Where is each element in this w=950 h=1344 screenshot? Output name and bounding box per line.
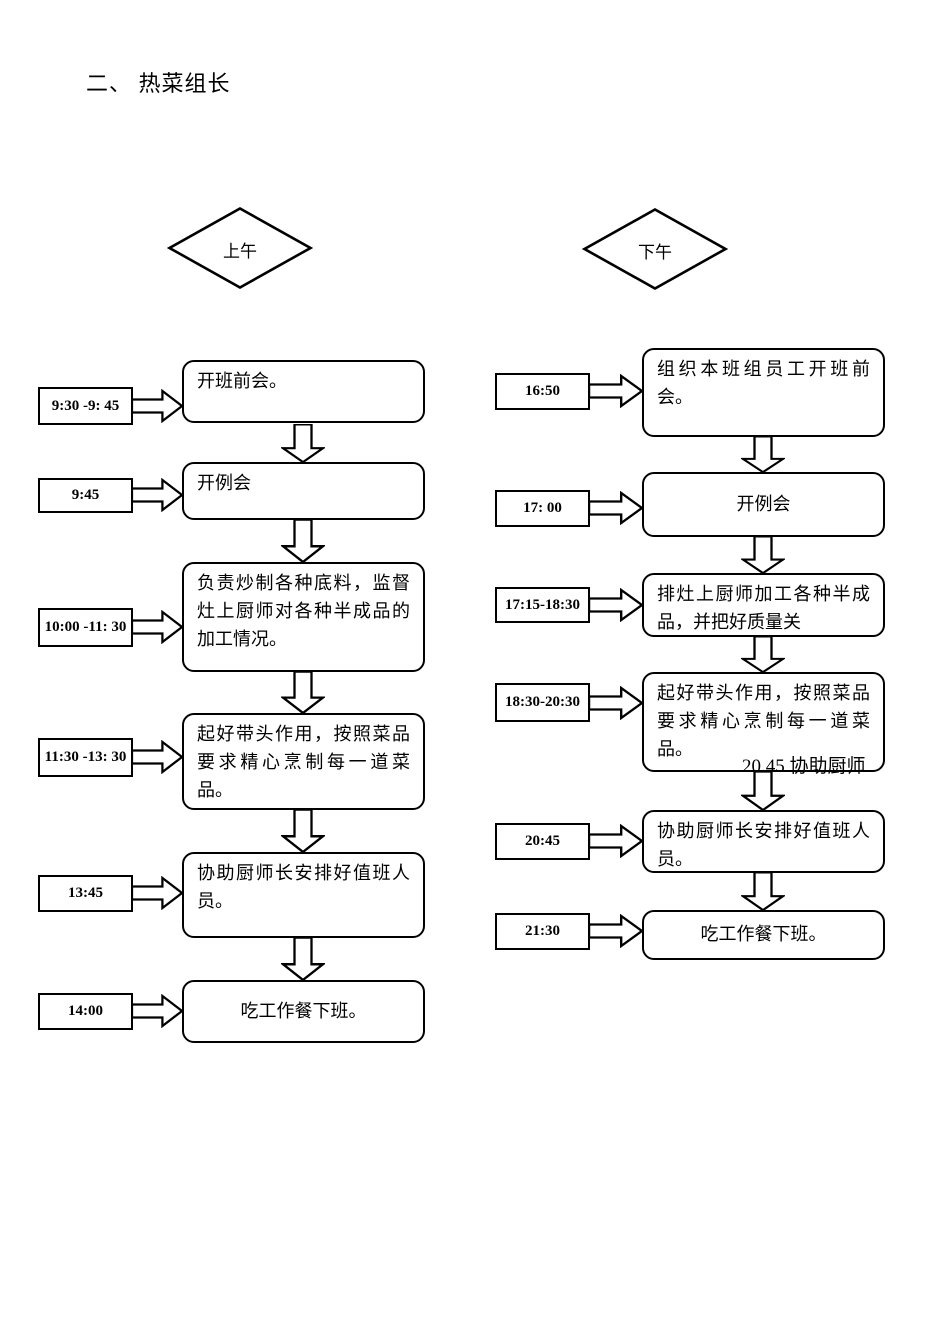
flow-arrow-right-icon <box>131 740 184 774</box>
diamond-afternoon: 下午 <box>582 207 728 291</box>
time-box: 14:00 <box>38 993 133 1030</box>
flow-arrow-right-icon <box>588 824 644 858</box>
time-box: 13:45 <box>38 875 133 912</box>
flow-arrow-down-icon <box>281 671 325 714</box>
process-box: 开例会 <box>642 472 885 537</box>
process-box: 负责炒制各种底料，监督灶上厨师对各种半成品的加工情况。 <box>182 562 425 672</box>
flow-arrow-right-icon <box>131 994 184 1028</box>
diamond-morning: 上午 <box>167 206 313 290</box>
process-box: 起好带头作用，按照菜品要求精心烹制每一道菜品。 <box>182 713 425 810</box>
process-box: 开例会 <box>182 462 425 520</box>
diamond-shape-icon <box>167 207 313 289</box>
diamond-afternoon-label: 下午 <box>638 242 672 262</box>
flow-arrow-down-icon <box>741 771 785 811</box>
flow-arrow-down-icon <box>281 519 325 563</box>
time-box: 20:45 <box>495 823 590 860</box>
process-box: 协助厨师长安排好值班人员。 <box>182 852 425 938</box>
time-box: 16:50 <box>495 373 590 410</box>
flow-arrow-down-icon <box>281 424 325 463</box>
flow-arrow-down-icon <box>741 536 785 574</box>
time-box: 11:30 -13: 30 <box>38 738 133 777</box>
flow-arrow-right-icon <box>588 914 644 948</box>
flow-arrow-down-icon <box>741 872 785 911</box>
flow-arrow-right-icon <box>588 588 644 622</box>
flow-arrow-right-icon <box>131 389 184 423</box>
flow-arrow-down-icon <box>281 809 325 853</box>
flow-arrow-right-icon <box>588 686 644 720</box>
flow-arrow-right-icon <box>131 876 184 910</box>
time-box: 9:30 -9: 45 <box>38 387 133 425</box>
time-box: 21:30 <box>495 913 590 950</box>
flow-arrow-down-icon <box>741 636 785 673</box>
flow-arrow-right-icon <box>131 610 184 644</box>
flow-arrow-right-icon <box>588 374 644 408</box>
process-box: 吃工作餐下班。 <box>642 910 885 960</box>
time-box: 17: 00 <box>495 490 590 527</box>
time-box: 9:45 <box>38 478 133 513</box>
diamond-shape-icon <box>582 208 728 290</box>
flow-arrow-right-icon <box>588 491 644 525</box>
flow-arrow-right-icon <box>131 478 184 512</box>
process-box: 吃工作餐下班。 <box>182 980 425 1043</box>
time-box: 10:00 -11: 30 <box>38 608 133 647</box>
process-box: 起好带头作用，按照菜品要求精心烹制每一道菜品。 <box>642 672 885 772</box>
process-box: 组织本班组员工开班前会。 <box>642 348 885 437</box>
page-title: 二、 热菜组长 <box>86 71 231 96</box>
process-box: 开班前会。 <box>182 360 425 423</box>
flow-arrow-down-icon <box>281 937 325 981</box>
flow-arrow-down-icon <box>741 436 785 473</box>
annotation-note: 20.45 协助厨师 <box>742 756 866 777</box>
diamond-morning-label: 上午 <box>223 241 257 261</box>
time-box: 17:15-18:30 <box>495 587 590 623</box>
process-box: 排灶上厨师加工各种半成品，并把好质量关 <box>642 573 885 637</box>
time-box: 18:30-20:30 <box>495 683 590 722</box>
process-box: 协助厨师长安排好值班人员。 <box>642 810 885 873</box>
